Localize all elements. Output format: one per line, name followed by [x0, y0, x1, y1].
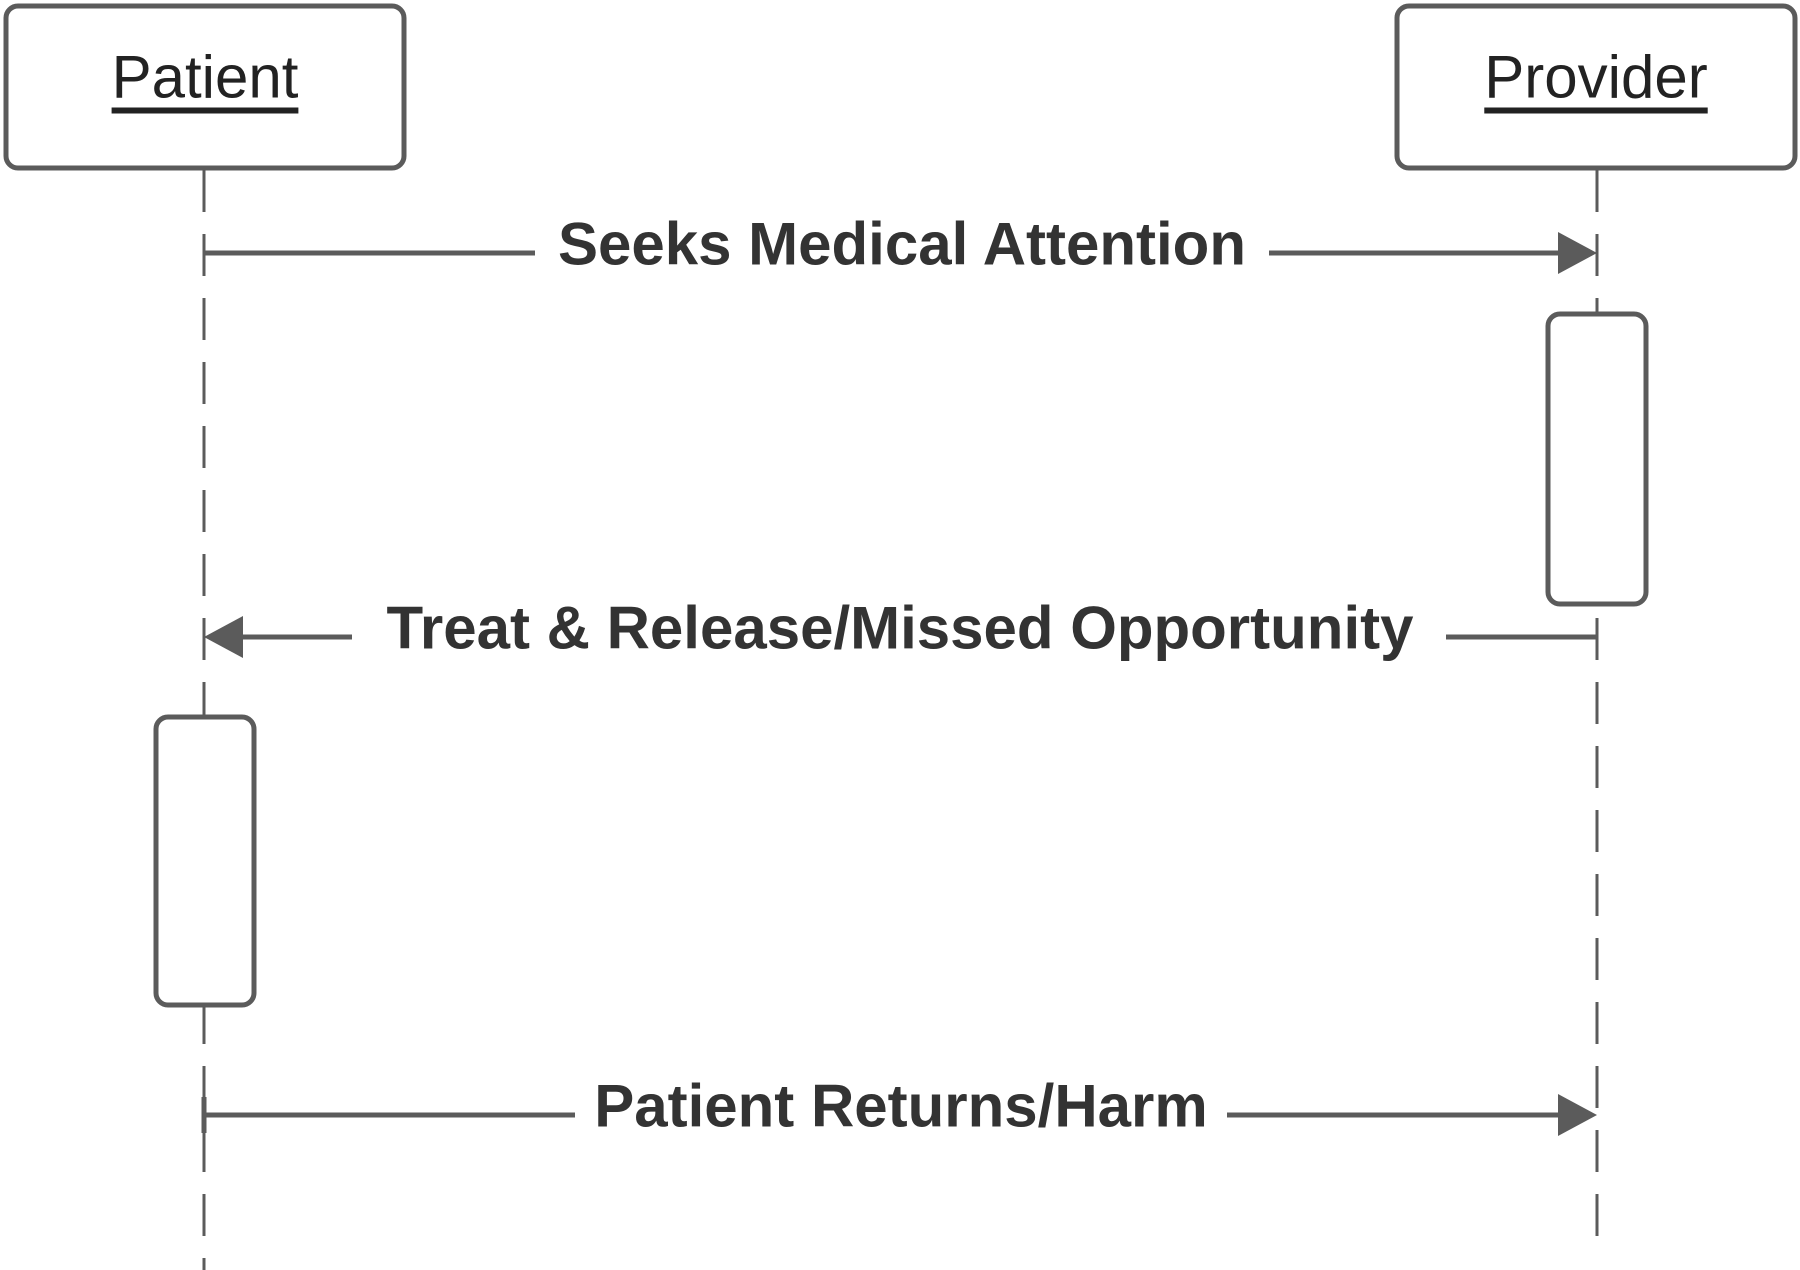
- activation-provider[interactable]: [1545, 311, 1649, 607]
- arrowhead-left-icon: [204, 616, 243, 658]
- participant-patient[interactable]: Patient: [3, 3, 407, 171]
- arrowhead-right-icon: [1558, 232, 1597, 274]
- activation-patient[interactable]: [153, 714, 257, 1008]
- message-patient-returns-harm[interactable]: Patient Returns/Harm: [201, 1073, 1597, 1154]
- message-1-label-background: [535, 215, 1269, 291]
- message-treat-and-release[interactable]: Treat & Release/Missed Opportunity: [204, 595, 1597, 676]
- message-2-label: Treat & Release/Missed Opportunity: [387, 595, 1415, 662]
- participant-provider-label: Provider: [1484, 44, 1707, 111]
- participant-provider[interactable]: Provider: [1394, 3, 1798, 171]
- message-2-label-background: [352, 599, 1446, 675]
- message-3-label-background: [575, 1077, 1227, 1153]
- participant-patient-box: [3, 3, 407, 171]
- participant-patient-label: Patient: [112, 44, 299, 111]
- message-1-label: Seeks Medical Attention: [558, 211, 1246, 278]
- arrowhead-right-icon: [1558, 1094, 1597, 1136]
- message-3-label: Patient Returns/Harm: [594, 1073, 1207, 1140]
- message-seeks-medical-attention[interactable]: Seeks Medical Attention: [204, 211, 1597, 292]
- participant-provider-box: [1394, 3, 1798, 171]
